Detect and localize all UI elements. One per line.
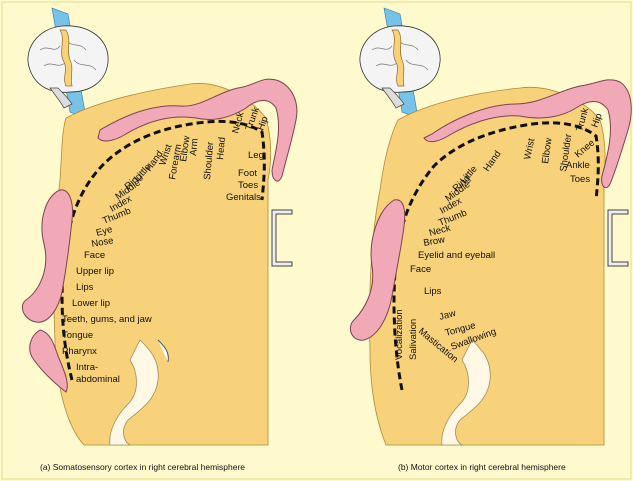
panel-a-label-pharynx: Pharynx (62, 346, 97, 357)
panel-a-label-intra: Intra- (76, 362, 98, 373)
panel-a-label-lower-lip: Lower lip (72, 298, 110, 309)
panel-a-cortex-section (54, 83, 271, 445)
panel-b-label-vocalization: Vocalization (394, 309, 405, 360)
panel-a-label-toes: Toes (238, 180, 258, 191)
panel-a-label-leg: Leg (248, 150, 264, 161)
panel-a-label-genitals: Genitals (226, 192, 261, 203)
panel-b-label-ankle: Ankle (566, 160, 590, 171)
panel-a-label-head: Head (215, 137, 228, 161)
panel-a-label-teeth-gums-jaw: Teeth, gums, and jaw (62, 314, 152, 325)
panel-b-label-salivation: Salivation (408, 319, 419, 360)
caption-a: (a) Somatosensory cortex in right cerebr… (40, 462, 245, 472)
panel-a-label-foot: Foot (238, 168, 257, 179)
panel-a-label-tongue: Tongue (62, 330, 93, 341)
panel-b-label-eyelid-eyeball: Eyelid and eyeball (418, 250, 495, 261)
panel-b-label-lips: Lips (424, 286, 442, 297)
panel-a-label-lips: Lips (76, 282, 94, 293)
panel-a-label-face: Face (84, 250, 105, 261)
caption-b: (b) Motor cortex in right cerebral hemis… (398, 462, 566, 472)
panel-a-label-upper-lip: Upper lip (76, 266, 114, 277)
panel-b-label-toes: Toes (570, 174, 590, 185)
panel-a-label-abdominal: abdominal (76, 374, 120, 385)
panel-b-label-face: Face (410, 264, 431, 275)
